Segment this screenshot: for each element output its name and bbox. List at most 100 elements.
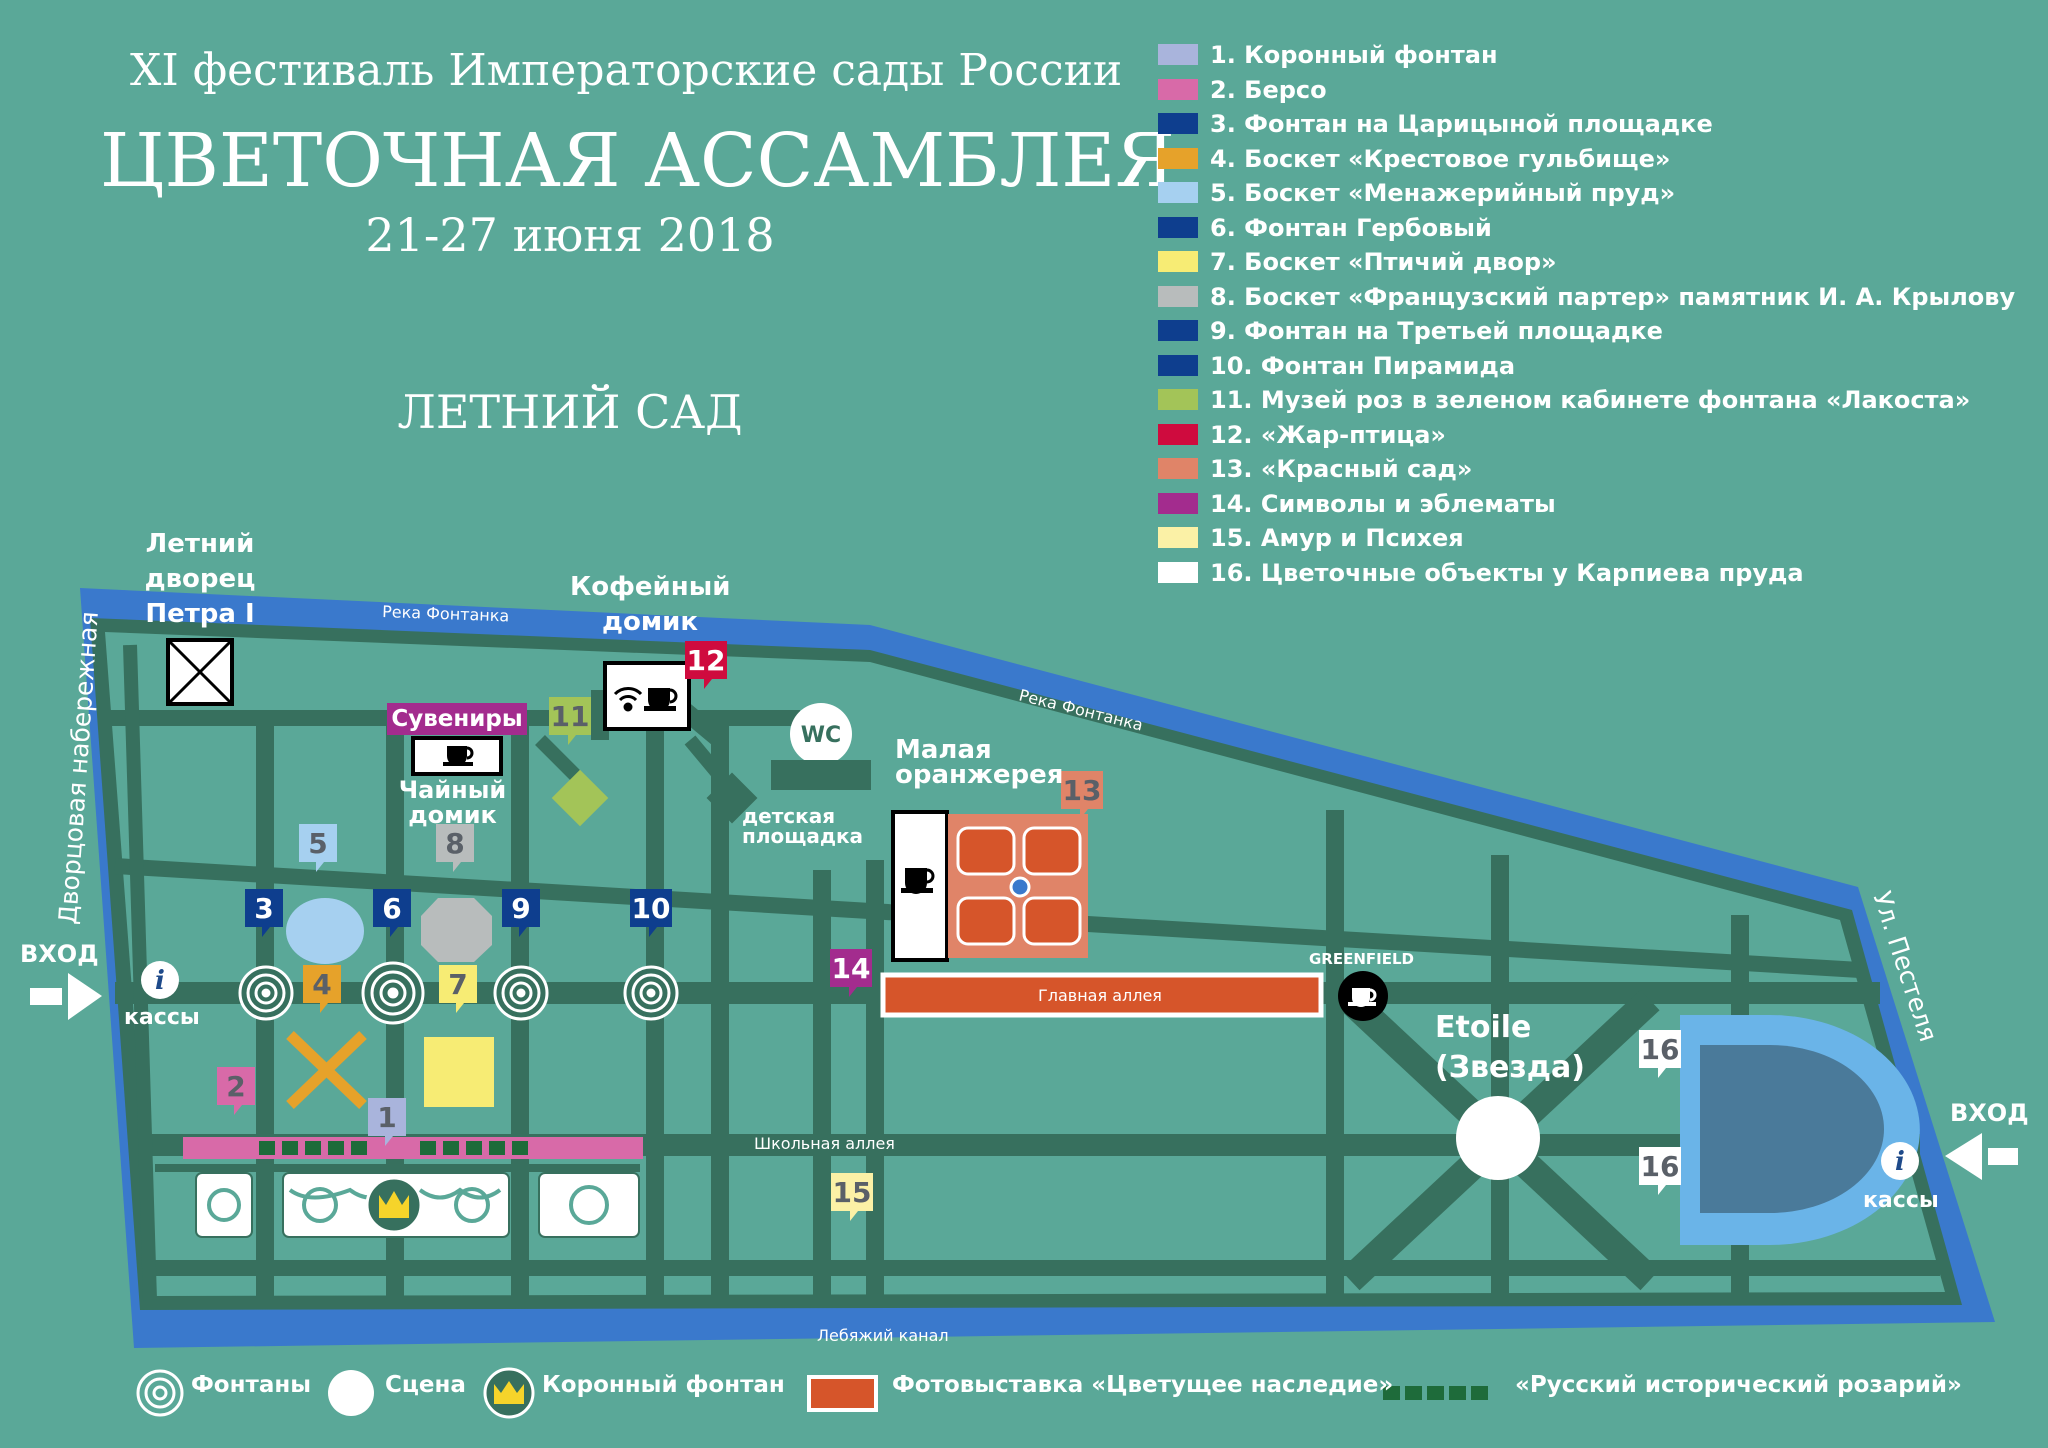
marker-number: 4 xyxy=(312,968,331,1001)
marker-flag xyxy=(368,1098,406,1146)
stage-legend-icon xyxy=(328,1370,374,1416)
marker-number: 16 xyxy=(1641,1033,1680,1066)
legend-label: 1. Коронный фонтан xyxy=(1210,41,1498,69)
marker-number: 15 xyxy=(833,1176,872,1209)
fountain-row xyxy=(238,961,679,1025)
ticket-office-left-label: кассы xyxy=(124,1005,200,1030)
photo-exhibit-main-alley xyxy=(880,972,1324,1018)
legend-label: 5. Боскет «Менажерийный пруд» xyxy=(1210,179,1676,207)
fountain-9-icon xyxy=(493,965,549,1021)
marker-flag xyxy=(439,965,477,1013)
festival-subtitle: XI фестиваль Императорские сады России xyxy=(130,45,1123,96)
marker-flag xyxy=(1639,1030,1681,1078)
school-alley-label: Школьная аллея xyxy=(754,1134,895,1153)
coffee-house-label: Кофейный домик xyxy=(570,572,731,637)
legend-swatch xyxy=(1158,423,1198,445)
bosquet-cross-gulbische xyxy=(286,1031,367,1109)
legend-label: 10. Фонтан Пирамида xyxy=(1210,351,1516,380)
fountain-10-icon xyxy=(623,965,679,1021)
marker-10: 10 xyxy=(630,889,672,937)
red-garden-fountain xyxy=(1009,876,1031,898)
bosquet-poultry-yard xyxy=(424,1037,494,1107)
marker-number: 3 xyxy=(254,892,273,925)
marker-number: 16 xyxy=(1641,1150,1680,1183)
marker-7: 7 xyxy=(439,965,477,1013)
legend-swatch xyxy=(1158,44,1198,65)
legend-swatch xyxy=(1158,320,1198,341)
marker-number: 7 xyxy=(448,968,467,1001)
rose-garden-legend-icon xyxy=(1383,1386,1488,1400)
entrance-right-label: ВХОД xyxy=(1950,1099,2029,1127)
marker-4: 4 xyxy=(303,965,341,1013)
marker-8: 8 xyxy=(436,824,474,872)
marker-3: 3 xyxy=(245,889,283,937)
legend-label: 3. Фонтан на Царицыной площадке xyxy=(1210,110,1713,138)
entrance-arrow-left xyxy=(30,973,102,1020)
marker-6: 6 xyxy=(373,889,411,937)
marker-1: 1 xyxy=(368,1098,406,1146)
bosquet-menagerie-pond xyxy=(286,898,364,964)
marker-number: 6 xyxy=(382,892,401,925)
festival-title: ЦВЕТОЧНАЯ АССАМБЛЕЯ xyxy=(100,118,1176,204)
legend-swatch xyxy=(1158,216,1198,238)
legend-swatch xyxy=(1158,285,1198,307)
legend-swatch xyxy=(1158,527,1198,548)
crown-fountain-icon xyxy=(365,1176,423,1234)
main-alley-label: Главная аллея xyxy=(1038,986,1162,1005)
wifi-icon xyxy=(613,687,643,712)
fountain-6-icon xyxy=(361,961,425,1025)
marker-flag xyxy=(299,824,337,872)
marker-5: 5 xyxy=(299,824,337,872)
info-icon-right xyxy=(1881,1142,1919,1180)
marker-flag xyxy=(217,1067,255,1115)
legend-label: 16. Цветочные объекты у Карпиева пруда xyxy=(1210,558,1804,587)
legend-label: 15. Амур и Психея xyxy=(1210,524,1464,552)
marker-number: 1 xyxy=(377,1101,396,1134)
marker-flag xyxy=(685,641,727,689)
marker-flag xyxy=(1639,1147,1681,1195)
marker-flag xyxy=(831,1173,873,1221)
marker-number: 9 xyxy=(511,892,530,925)
legend-swatch xyxy=(1158,492,1198,514)
marker-flag xyxy=(830,949,872,997)
marker-flag xyxy=(303,965,341,1013)
photo-exhibit-legend-label: Фотовыставка «Цветущее наследие» xyxy=(892,1372,1394,1398)
etoile-label: Etoile (Звезда) xyxy=(1435,1010,1585,1085)
etoile-stage xyxy=(1456,1096,1540,1180)
wc-label: WC xyxy=(801,723,841,748)
rose-garden-dashes xyxy=(259,1141,528,1155)
marker-11: 11 xyxy=(549,697,591,745)
photo-exhibit-legend-icon xyxy=(807,1375,878,1412)
festival-dates: 21-27 июня 2018 xyxy=(365,208,775,262)
marker-flag xyxy=(630,889,672,937)
karpiev-pond xyxy=(1680,1015,1920,1245)
ticket-office-right-label: кассы xyxy=(1863,1188,1939,1213)
info-letter-right: i xyxy=(1895,1147,1905,1177)
marker-16: 16 xyxy=(1639,1147,1681,1195)
rose-museum-lacosta xyxy=(551,769,609,827)
fountain-legend-icon xyxy=(136,1369,184,1417)
greenfield-label: GREENFIELD xyxy=(1309,950,1414,968)
marker-15: 15 xyxy=(831,1173,873,1221)
marker-number: 2 xyxy=(226,1070,245,1103)
legend-swatch xyxy=(1158,147,1198,169)
marker-number: 5 xyxy=(308,827,327,860)
marker-number: 8 xyxy=(445,827,464,860)
entrance-arrow-right xyxy=(1945,1133,2018,1180)
fountain-3-icon xyxy=(238,965,294,1021)
fountains-legend-label: Фонтаны xyxy=(191,1372,312,1398)
marker-16: 16 xyxy=(1639,1030,1681,1078)
rose-garden-legend-label: «Русский исторический розарий» xyxy=(1515,1372,1962,1398)
playground-marker xyxy=(706,772,758,824)
bosquet-french-parterre xyxy=(421,898,492,962)
legend-swatch xyxy=(1158,78,1198,100)
legend-swatch xyxy=(1158,389,1198,410)
cafe-icon-tea-house xyxy=(443,746,474,766)
marker-flag xyxy=(549,697,591,745)
wc-icon xyxy=(790,703,852,765)
marker-flag xyxy=(1061,771,1103,819)
marker-flag xyxy=(436,824,474,872)
